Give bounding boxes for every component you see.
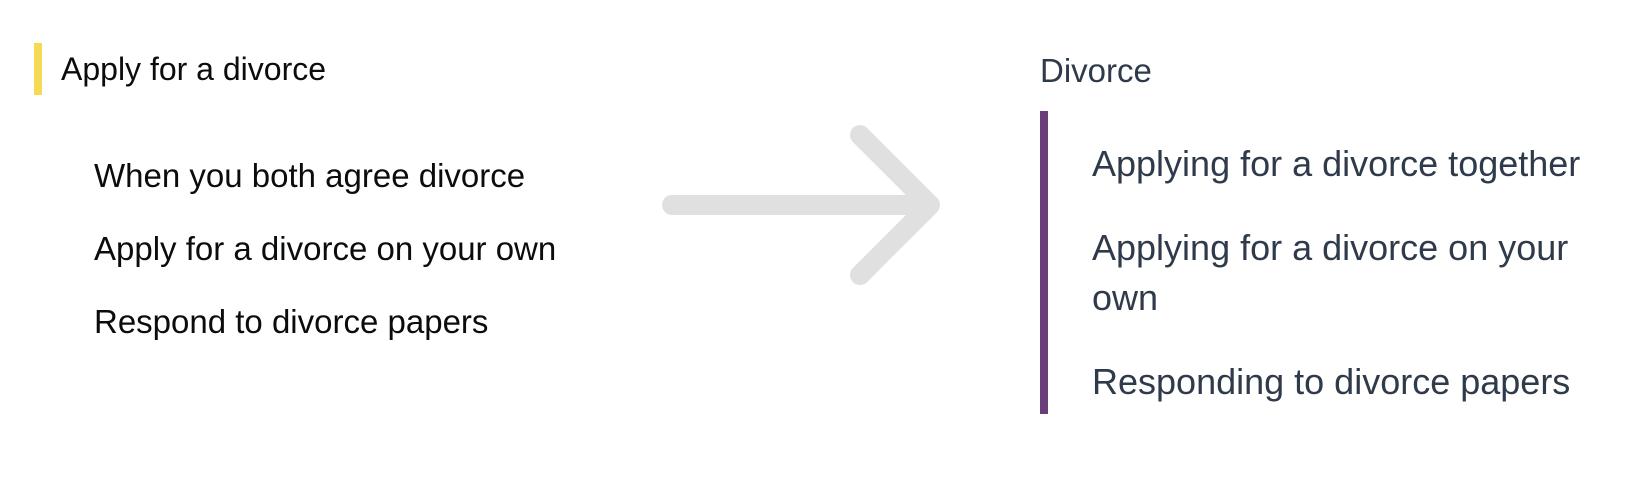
old-nav-heading: Apply for a divorce bbox=[34, 43, 654, 95]
new-navigation: Divorce Applying for a divorce together … bbox=[1040, 46, 1640, 414]
new-nav-item[interactable]: Responding to divorce papers bbox=[1092, 361, 1571, 402]
new-nav-section: Applying for a divorce together Applying… bbox=[1040, 111, 1644, 414]
right-arrow-icon bbox=[662, 125, 940, 285]
old-nav-item[interactable]: When you both agree divorce bbox=[94, 157, 526, 194]
new-nav-title[interactable]: Divorce bbox=[1040, 52, 1152, 89]
old-nav-item[interactable]: Apply for a divorce on your own bbox=[94, 230, 557, 267]
old-nav-item[interactable]: Respond to divorce papers bbox=[94, 303, 489, 340]
new-nav-list: Applying for a divorce together Applying… bbox=[1092, 139, 1632, 407]
old-navigation: Apply for a divorce When you both agree … bbox=[34, 43, 654, 340]
new-nav-item[interactable]: Applying for a divorce on your own bbox=[1092, 227, 1569, 318]
old-nav-title[interactable]: Apply for a divorce bbox=[61, 50, 327, 87]
new-nav-item[interactable]: Applying for a divorce together bbox=[1092, 143, 1581, 184]
old-nav-list: When you both agree divorce Apply for a … bbox=[94, 139, 556, 358]
yellow-accent-bar bbox=[34, 43, 42, 95]
